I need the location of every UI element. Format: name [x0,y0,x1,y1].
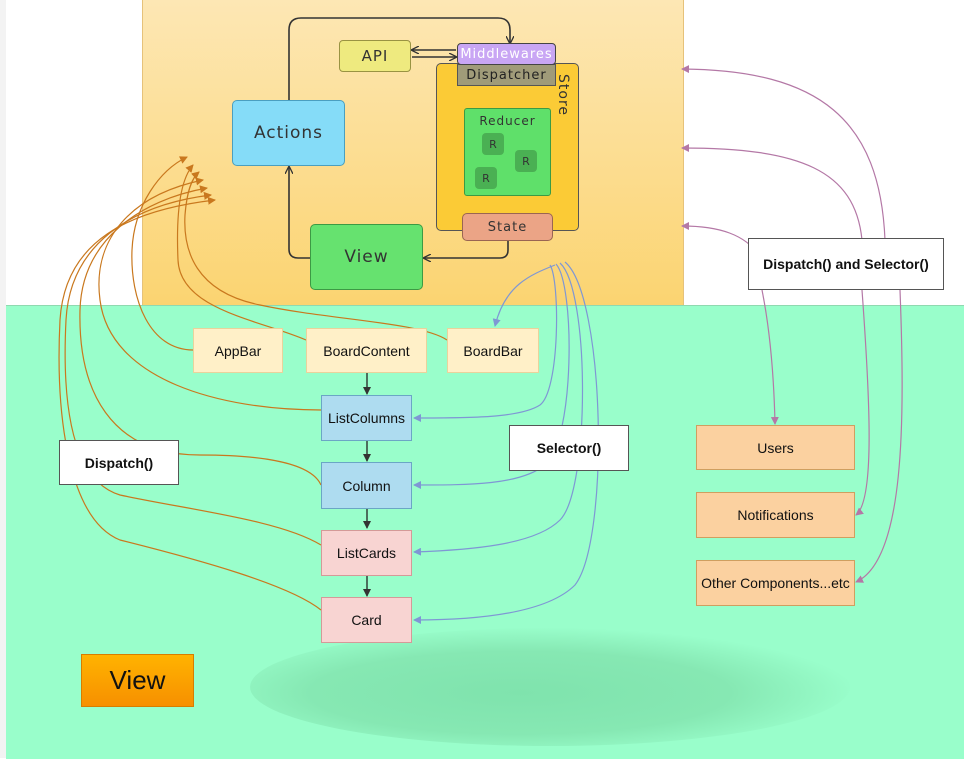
selector-links [413,261,599,624]
other-components: Other Components...etc [696,560,855,606]
column-label: Column [342,477,391,494]
middlewares-node: Middlewares [457,43,556,65]
actions-to-middlewares-arrow [288,17,510,100]
listcards-selector-link [413,262,584,556]
dispatcher-node: Dispatcher [457,64,556,86]
view-node-label: View [344,247,389,267]
appbar-label: AppBar [214,342,262,359]
listcolumns-dispatch-link [98,177,322,411]
view-node: View [310,224,423,290]
boardbar-label: BoardBar [463,342,523,359]
api-label: API [361,47,389,65]
store-label: Store [555,73,571,116]
dispatcher-label: Dispatcher [466,67,547,83]
column-component: Column [321,462,412,509]
state-label: State [487,219,528,235]
notifications-label: Notifications [737,507,814,523]
card-selector-link [413,261,599,624]
view-badge: View [81,654,194,707]
appbar-component: AppBar [193,328,283,373]
boardcontent-label: BoardContent [323,342,410,359]
view-to-actions-arrow [289,167,310,259]
actions-node: Actions [232,100,345,166]
reducer-item-3: R [475,167,497,189]
dispatch-label-box: Dispatch() [59,440,179,485]
card-dispatch-link [58,196,322,611]
left-margin [0,0,6,758]
card-label: Card [351,612,382,628]
boardcontent-component: BoardContent [306,328,427,373]
notifications-link [855,289,870,516]
state-to-view-arrow [424,241,509,258]
actions-label: Actions [253,123,324,143]
dispatch-selector-label-box: Dispatch() and Selector() [748,238,944,290]
store-link-middle [681,144,863,241]
dispatch-label: Dispatch() [84,454,154,471]
users-label: Users [757,439,794,456]
store-link-top [681,65,886,241]
users-link [761,289,779,425]
boardbar-selector-link [492,264,556,327]
appbar-dispatch-link [131,156,194,351]
boardbar-component: BoardBar [447,328,539,373]
middlewares-label: Middlewares [460,46,553,62]
view-badge-label: View [109,665,166,695]
reducer-label: Reducer [479,114,536,128]
listcolumns-selector-link [413,264,558,422]
listcolumns-label: ListColumns [327,410,406,426]
notifications-component: Notifications [696,492,855,538]
listcards-component: ListCards [321,530,412,576]
blurred-area [250,628,850,746]
users-component: Users [696,425,855,470]
listcolumns-component: ListColumns [321,395,412,441]
card-component: Card [321,597,412,643]
api-node: API [339,40,411,72]
reducer-item-1: R [482,133,504,155]
selector-label-box: Selector() [509,425,629,471]
dispatch-selector-label: Dispatch() and Selector() [763,256,929,272]
boardcontent-dispatch-link [176,164,307,341]
other-components-label: Other Components...etc [701,575,850,591]
listcards-label: ListCards [336,545,397,561]
selector-label: Selector() [536,440,602,456]
boardbar-dispatch-link [184,171,448,341]
reducer-item-2: R [515,150,537,172]
other-components-link [855,289,903,583]
state-node: State [462,213,553,241]
